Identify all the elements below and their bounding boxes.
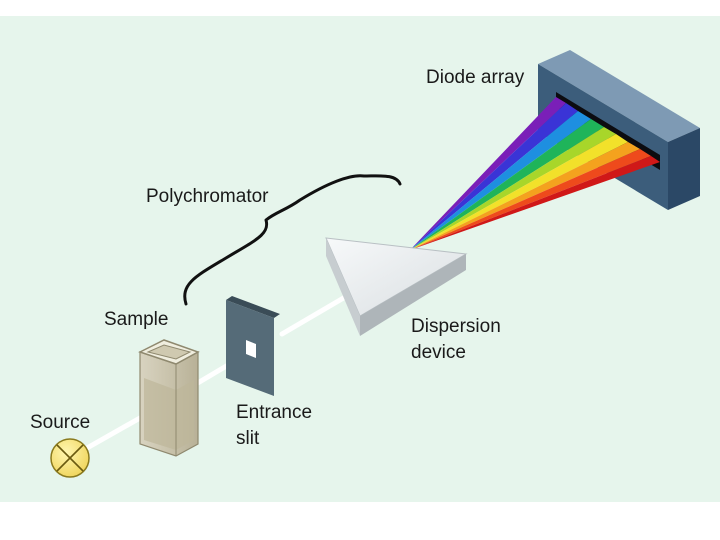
diode-array-top [538, 50, 700, 142]
lamp-cross-2 [56, 444, 84, 472]
spectrum-band-red [410, 156, 660, 250]
labels: Diode array Polychromator Sample Dispers… [30, 67, 525, 449]
spectrum-fan [410, 97, 660, 250]
label-dispersion-line2: device [411, 342, 466, 363]
spectrum-band-blue [410, 111, 591, 250]
label-sample: Sample [104, 309, 168, 330]
polychromator-brace [183, 174, 402, 306]
prism-front-edge [360, 254, 466, 336]
label-polychromator: Polychromator [146, 186, 269, 207]
prism-left-edge [326, 238, 360, 336]
beam-slit-to-prism [279, 290, 355, 337]
dispersion-device [325, 237, 468, 336]
spectrum-band-indigo [410, 103, 578, 250]
label-dispersion-line1: Dispersion [411, 316, 501, 337]
source-lamp [50, 438, 90, 478]
spectrum-band-yellow [410, 134, 628, 250]
spectrum-band-red-orange [410, 149, 651, 250]
cuvette-opening [146, 344, 192, 360]
spectrum-band-violet [410, 97, 566, 250]
label-entrance-line1: Entrance [236, 402, 312, 423]
label-source: Source [30, 412, 90, 433]
spectrum-band-orange [410, 142, 640, 250]
entrance-slit [226, 296, 280, 396]
label-diode-array: Diode array [426, 67, 525, 88]
cuvette-liquid [144, 378, 194, 450]
slit-opening [246, 340, 256, 358]
sample-cuvette [138, 339, 200, 457]
spectrum-band-lime [410, 127, 616, 250]
diode-array-side [668, 128, 700, 210]
spectrum-band-green [410, 119, 604, 250]
slit-plate-side [226, 296, 280, 318]
label-entrance-line2: slit [236, 428, 260, 449]
